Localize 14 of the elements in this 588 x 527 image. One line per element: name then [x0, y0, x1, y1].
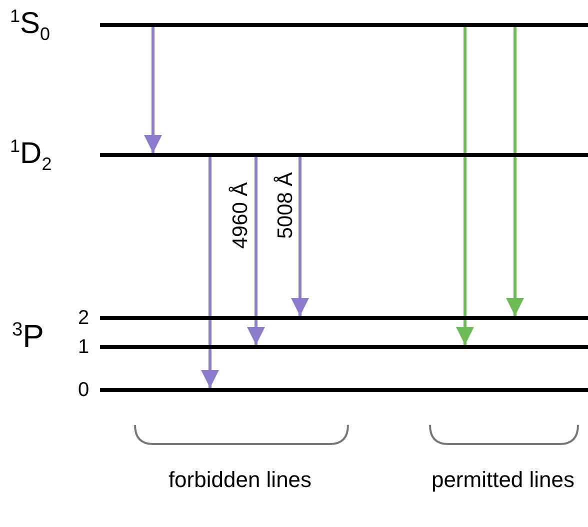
level-label: $^{1}$D$_{2}$	[10, 137, 52, 173]
level-label: $^{1}$S$_{0}$	[10, 7, 50, 43]
arrow	[506, 27, 524, 316]
arrow	[144, 27, 162, 153]
level-label: 2	[78, 308, 90, 328]
level-label: 0	[78, 380, 90, 400]
arrow	[201, 157, 219, 388]
group-label: permitted lines	[430, 466, 576, 494]
arrow	[456, 27, 474, 345]
level-label: 1	[78, 337, 90, 357]
arrow	[247, 157, 265, 345]
group-label: forbidden lines	[167, 466, 313, 494]
arrow	[291, 157, 309, 316]
term-label: $^{3}$P	[12, 320, 44, 352]
